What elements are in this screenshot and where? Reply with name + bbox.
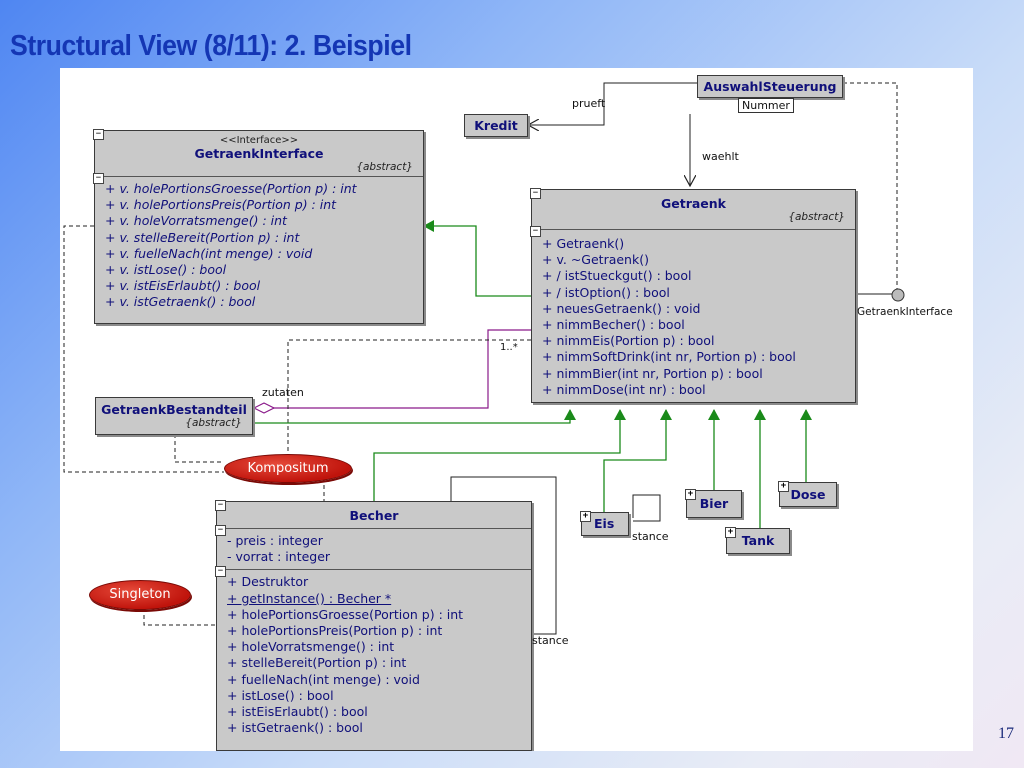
operation: + istGetraenk() : bool xyxy=(227,720,363,736)
operation: + stelleBereit(Portion p) : int xyxy=(227,655,407,671)
collapse-icon[interactable]: − xyxy=(215,500,226,511)
operation: + istEisErlaubt() : bool xyxy=(227,704,368,720)
eis-name: Eis xyxy=(594,516,615,531)
collapse-icon[interactable]: − xyxy=(530,226,541,237)
bestandteil-name: GetraenkBestandteil xyxy=(101,402,247,417)
getraenkinterface-class[interactable]: − <<Interface>> GetraenkInterface {abstr… xyxy=(93,129,424,324)
eis-instance-label: stance xyxy=(632,530,669,543)
interface-dependency xyxy=(843,82,898,290)
tank-class[interactable]: + Tank xyxy=(725,527,790,554)
operation: + v. holeVorratsmenge() : int xyxy=(105,213,287,229)
interface-name: GetraenkInterface xyxy=(194,146,324,161)
singleton-pattern-oval[interactable]: Singleton xyxy=(89,580,191,610)
becher-class[interactable]: − Becher − - preis : integer - vorrat : … xyxy=(215,500,532,751)
expand-icon[interactable]: + xyxy=(725,527,736,538)
interface-label: GetraenkInterface xyxy=(857,306,953,318)
connector-layer xyxy=(63,82,905,635)
attribute: - preis : integer xyxy=(227,533,323,548)
expand-icon[interactable]: + xyxy=(580,511,591,522)
collapse-icon[interactable]: − xyxy=(530,188,541,199)
collapse-icon[interactable]: − xyxy=(93,173,104,184)
operation: + Destruktor xyxy=(227,574,309,590)
operation: + holeVorratsmenge() : int xyxy=(227,639,395,655)
operation: + v. istLose() : bool xyxy=(105,262,227,278)
auswahlsteuerung-class[interactable]: AuswahlSteuerung xyxy=(697,75,843,98)
operation: + nimmBier(int nr, Portion p) : bool xyxy=(542,365,763,381)
operation: + nimmEis(Portion p) : bool xyxy=(542,333,715,349)
page-number: 17 xyxy=(998,725,1014,742)
operation: + / istOption() : bool xyxy=(542,284,670,300)
operation: + v. fuelleNach(int menge) : void xyxy=(105,245,313,261)
interface-stereotype: <<Interface>> xyxy=(219,135,299,146)
expand-icon[interactable]: + xyxy=(685,489,696,500)
operation: + istLose() : bool xyxy=(227,687,334,703)
collapse-icon[interactable]: − xyxy=(93,129,104,140)
interface-lollipop xyxy=(891,288,905,302)
operation: + v. istGetraenk() : bool xyxy=(105,294,256,310)
prueft-association xyxy=(528,82,699,125)
operation: + neuesGetraenk() : void xyxy=(542,300,701,316)
bier-class[interactable]: + Bier xyxy=(685,489,742,518)
becher-name: Becher xyxy=(349,508,399,523)
interface-modifier: {abstract} xyxy=(356,161,413,173)
collapse-icon[interactable]: − xyxy=(215,566,226,578)
operation: + nimmSoftDrink(int nr, Portion p) : boo… xyxy=(542,349,796,365)
tank-name: Tank xyxy=(741,533,775,548)
dose-name: Dose xyxy=(790,487,826,502)
getraenkbestandteil-class[interactable]: GetraenkBestandteil {abstract} xyxy=(95,397,253,435)
collapse-icon[interactable]: − xyxy=(215,525,226,536)
zutaten-aggregation xyxy=(254,329,531,409)
operation: + Getraenk() xyxy=(542,236,625,251)
operation: + v. ~Getraenk() xyxy=(542,252,649,268)
waehlt-label: waehlt xyxy=(702,150,739,163)
kredit-class[interactable]: Kredit xyxy=(464,114,528,137)
getraenk-name: Getraenk xyxy=(660,196,726,211)
expand-icon[interactable]: + xyxy=(778,481,789,492)
operation: + v. holePortionsPreis(Portion p) : int xyxy=(105,197,337,213)
dose-class[interactable]: + Dose xyxy=(778,481,837,507)
eis-class[interactable]: + Eis xyxy=(580,511,629,536)
becher-instance-label: stance xyxy=(532,634,569,647)
operation: + holePortionsPreis(Portion p) : int xyxy=(227,623,443,639)
operation: + nimmBecher() : bool xyxy=(542,317,685,333)
operation: + fuelleNach(int menge) : void xyxy=(227,671,420,687)
zutaten-label: zutaten xyxy=(262,386,304,399)
getraenk-modifier: {abstract} xyxy=(788,211,845,223)
slide-title: Structural View (8/11): 2. Beispiel xyxy=(10,30,412,62)
getraenk-class[interactable]: − Getraenk {abstract} − + Getraenk() + v… xyxy=(530,188,856,403)
kompositum-pattern-oval[interactable]: Kompositum xyxy=(224,454,352,483)
operation: + v. istEisErlaubt() : bool xyxy=(105,278,261,294)
attribute: - vorrat : integer xyxy=(227,549,331,565)
operation: + nimmDose(int nr) : bool xyxy=(542,381,706,397)
uml-diagram-canvas: AuswahlSteuerung Nummer Kredit prueft wa… xyxy=(60,68,973,751)
bier-name: Bier xyxy=(699,496,729,511)
nummer-qualifier: Nummer xyxy=(738,98,794,113)
operation: + v. stelleBereit(Portion p) : int xyxy=(105,229,300,245)
realization-line xyxy=(423,220,531,297)
bestandteil-modifier: {abstract} xyxy=(185,417,242,429)
operation: + getInstance() : Becher * xyxy=(227,590,392,606)
operation: + / istStueckgut() : bool xyxy=(542,268,692,284)
operation: + v. holePortionsGroesse(Portion p) : in… xyxy=(105,181,357,196)
operation: + holePortionsGroesse(Portion p) : int xyxy=(227,606,464,622)
multiplicity-label: 1..* xyxy=(500,342,518,353)
prueft-label: prueft xyxy=(572,97,606,110)
